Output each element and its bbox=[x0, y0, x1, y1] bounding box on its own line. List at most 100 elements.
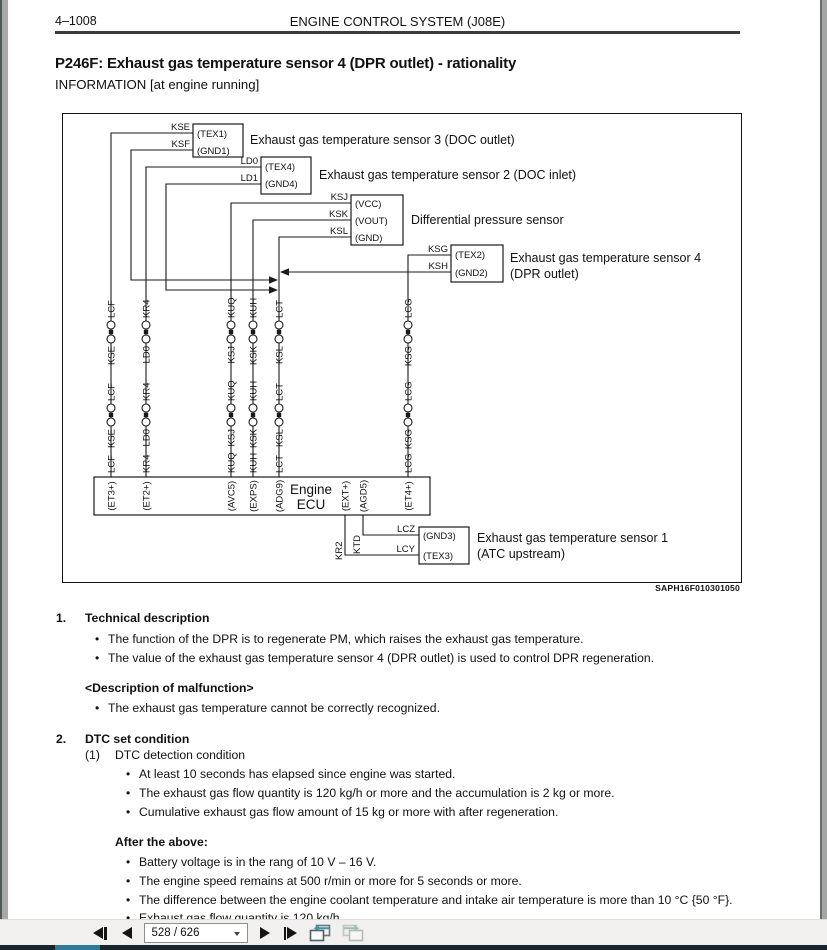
last-page-button[interactable] bbox=[283, 924, 297, 942]
sub-harness-labels: KR2 KTD bbox=[334, 535, 363, 560]
bullet-text: The function of the DPR is to regenerate… bbox=[108, 632, 584, 646]
svg-text:(ADG9): (ADG9) bbox=[275, 480, 286, 512]
svg-text:(TEX3): (TEX3) bbox=[423, 551, 453, 562]
wire-labels: KSE KSF LD0 LD1 KSJ KSK KSL KSG KSH LCZ … bbox=[171, 122, 448, 555]
svg-text:KR4: KR4 bbox=[142, 300, 153, 318]
svg-text:KSF: KSF bbox=[172, 139, 191, 150]
harness-connectors bbox=[106, 320, 413, 427]
triangle-left-icon bbox=[93, 927, 103, 939]
svg-text:(ET2+): (ET2+) bbox=[142, 481, 153, 510]
svg-text:(ET3+): (ET3+) bbox=[107, 481, 118, 510]
previous-page-button[interactable] bbox=[121, 924, 132, 942]
dtc-subtitle: INFORMATION [at engine running] bbox=[55, 77, 260, 92]
next-view-icon bbox=[342, 924, 364, 941]
svg-text:LCY: LCY bbox=[397, 544, 416, 555]
svg-text:(EXT+): (EXT+) bbox=[341, 481, 352, 511]
svg-text:(GND3): (GND3) bbox=[423, 531, 456, 542]
connector-labels-row1: LCF KSE KR4 LD0 KUQ KSJ KUH KSK LCT KSL … bbox=[107, 297, 415, 366]
svg-text:KUQ: KUQ bbox=[227, 297, 238, 318]
svg-text:KSJ: KSJ bbox=[227, 429, 238, 447]
diff-pressure-pin-box bbox=[350, 194, 404, 246]
ecu-name: Engine ECU bbox=[290, 482, 332, 512]
svg-text:LCT: LCT bbox=[275, 383, 286, 401]
svg-text:KSJ: KSJ bbox=[227, 346, 238, 364]
engine-ecu-box bbox=[93, 476, 431, 516]
svg-text:KUH: KUH bbox=[249, 381, 260, 401]
svg-text:KSK: KSK bbox=[329, 209, 349, 220]
bullet-marker bbox=[126, 786, 130, 801]
bullet-marker bbox=[126, 893, 130, 908]
page-number-input[interactable]: 528 / 626 bbox=[143, 923, 248, 943]
section1-number: 1. bbox=[56, 611, 67, 625]
bullet-marker bbox=[126, 805, 130, 820]
svg-text:KSK: KSK bbox=[249, 345, 260, 365]
previous-view-icon bbox=[309, 924, 331, 941]
svg-text:(ET4+): (ET4+) bbox=[404, 481, 415, 510]
bullet-marker bbox=[126, 874, 130, 889]
svg-text:ECU: ECU bbox=[297, 497, 326, 512]
pdf-navigation-toolbar: 528 / 626 bbox=[0, 919, 827, 946]
bullet-text: The exhaust gas temperature cannot be co… bbox=[108, 701, 440, 715]
sensor3-pin-box bbox=[192, 123, 244, 158]
header-rule bbox=[55, 31, 740, 34]
svg-text:LD0: LD0 bbox=[142, 429, 153, 446]
previous-view-button[interactable] bbox=[309, 924, 332, 943]
page-number-reference: 4–1008 bbox=[55, 14, 97, 28]
svg-text:LCF: LCF bbox=[107, 383, 118, 401]
svg-text:(VCC): (VCC) bbox=[355, 199, 381, 210]
svg-text:Differential pressure sensor: Differential pressure sensor bbox=[411, 213, 564, 227]
bullet-text: The exhaust gas flow quantity is 120 kg/… bbox=[139, 786, 615, 800]
svg-text:KSJ: KSJ bbox=[331, 192, 349, 203]
bullet-item: Cumulative exhaust gas flow amount of 15… bbox=[139, 805, 558, 820]
document-title: ENGINE CONTROL SYSTEM (J08E) bbox=[289, 14, 506, 29]
svg-text:LD0: LD0 bbox=[142, 346, 153, 363]
next-page-button[interactable] bbox=[259, 924, 270, 942]
stop-bar-icon bbox=[104, 926, 107, 940]
bullet-item: The value of the exhaust gas temperature… bbox=[108, 651, 654, 666]
bullet-item: The engine speed remains at 500 r/min or… bbox=[139, 874, 522, 889]
svg-text:KR4: KR4 bbox=[142, 383, 153, 401]
next-view-button[interactable] bbox=[341, 924, 364, 943]
svg-text:KSK: KSK bbox=[249, 428, 260, 448]
section1-title: Technical description bbox=[85, 611, 210, 625]
window-right-edge bbox=[820, 0, 827, 919]
bullet-text: At least 10 seconds has elapsed since en… bbox=[139, 767, 456, 781]
status-accent-segment bbox=[55, 945, 100, 950]
bottom-status-strip bbox=[0, 945, 827, 950]
bullet-text: The engine speed remains at 500 r/min or… bbox=[139, 874, 522, 888]
svg-text:KSH: KSH bbox=[428, 261, 448, 272]
svg-text:Exhaust gas temperature sensor: Exhaust gas temperature sensor 1 bbox=[477, 531, 668, 545]
page-dropdown-caret-icon[interactable] bbox=[233, 932, 240, 936]
bullet-marker bbox=[95, 701, 99, 716]
svg-text:(GND): (GND) bbox=[355, 233, 382, 244]
svg-text:LD0: LD0 bbox=[241, 156, 258, 167]
svg-text:KSE: KSE bbox=[107, 346, 118, 365]
stop-bar-icon bbox=[283, 926, 286, 940]
svg-text:KUH: KUH bbox=[249, 453, 260, 473]
bullet-marker bbox=[95, 651, 99, 666]
sub-number: (1) bbox=[85, 748, 100, 762]
bullet-text: Cumulative exhaust gas flow amount of 15… bbox=[139, 805, 559, 819]
malfunction-header: <Description of malfunction> bbox=[85, 681, 254, 695]
svg-text:(GND1): (GND1) bbox=[197, 146, 230, 157]
figure-code: SAPH16F010301050 bbox=[655, 583, 740, 593]
bullet-marker bbox=[126, 855, 130, 870]
svg-text:(TEX1): (TEX1) bbox=[197, 129, 227, 140]
svg-text:LCG: LCG bbox=[404, 298, 415, 318]
bullet-text: The difference between the engine coolan… bbox=[139, 893, 733, 907]
svg-text:KSG: KSG bbox=[404, 346, 415, 366]
svg-text:LD1: LD1 bbox=[241, 173, 258, 184]
svg-text:(GND4): (GND4) bbox=[265, 179, 298, 190]
svg-text:KSG: KSG bbox=[404, 429, 415, 449]
svg-text:(AGD5): (AGD5) bbox=[359, 480, 370, 512]
svg-text:(TEX2): (TEX2) bbox=[455, 250, 485, 261]
first-page-button[interactable] bbox=[93, 924, 108, 942]
wiring-diagram-frame: (TEX1) (GND1) (TEX4) (GND4) (VCC) (VOUT)… bbox=[62, 113, 742, 583]
section2-title: DTC set condition bbox=[85, 732, 190, 746]
svg-text:LCZ: LCZ bbox=[397, 524, 415, 535]
svg-text:Exhaust gas temperature sensor: Exhaust gas temperature sensor 4 bbox=[510, 251, 701, 265]
wiring-lines bbox=[110, 132, 451, 556]
